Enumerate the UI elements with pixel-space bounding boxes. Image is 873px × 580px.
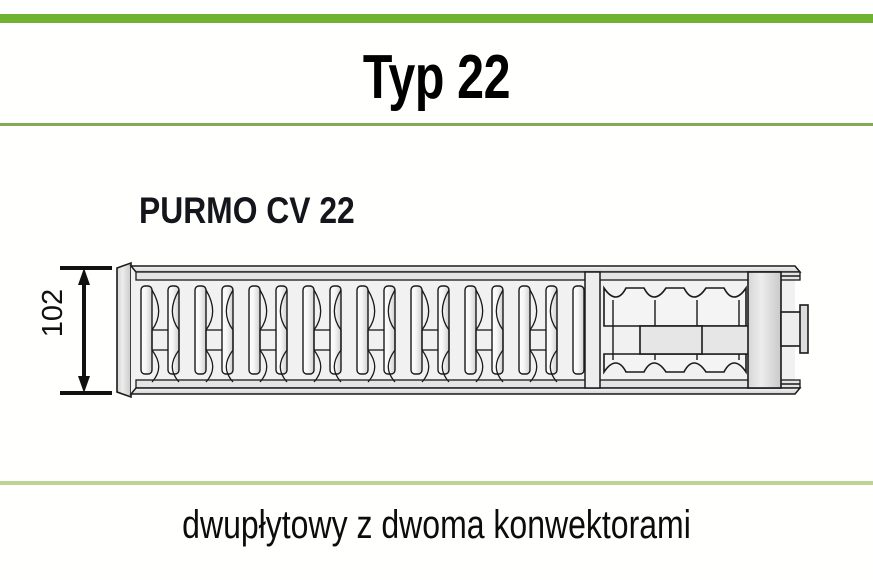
left-end-cap <box>116 261 132 399</box>
valve-connection-stub <box>780 304 809 354</box>
green-rule-bottom <box>0 481 873 485</box>
radiator-body <box>116 261 809 399</box>
green-rule-top <box>0 14 873 23</box>
page-title: Typ 22 <box>362 43 511 112</box>
exposed-convector-section <box>603 285 747 375</box>
green-rule-middle <box>0 123 873 126</box>
brand-model-label: PURMO CV 22 <box>139 190 355 231</box>
header-manifold-pipe <box>639 325 755 355</box>
right-end-plate <box>747 271 782 389</box>
dimension-annotation <box>60 266 112 395</box>
cutaway-boundary <box>584 271 601 389</box>
convector-fin-array <box>151 289 558 383</box>
top-grille-rail <box>129 265 802 281</box>
bottom-grille-rail <box>129 379 802 395</box>
panel-seam-lines <box>781 275 800 385</box>
figure-caption: dwupłytowy z dwoma konwektorami <box>182 503 691 547</box>
fin-cross-links <box>152 329 546 351</box>
